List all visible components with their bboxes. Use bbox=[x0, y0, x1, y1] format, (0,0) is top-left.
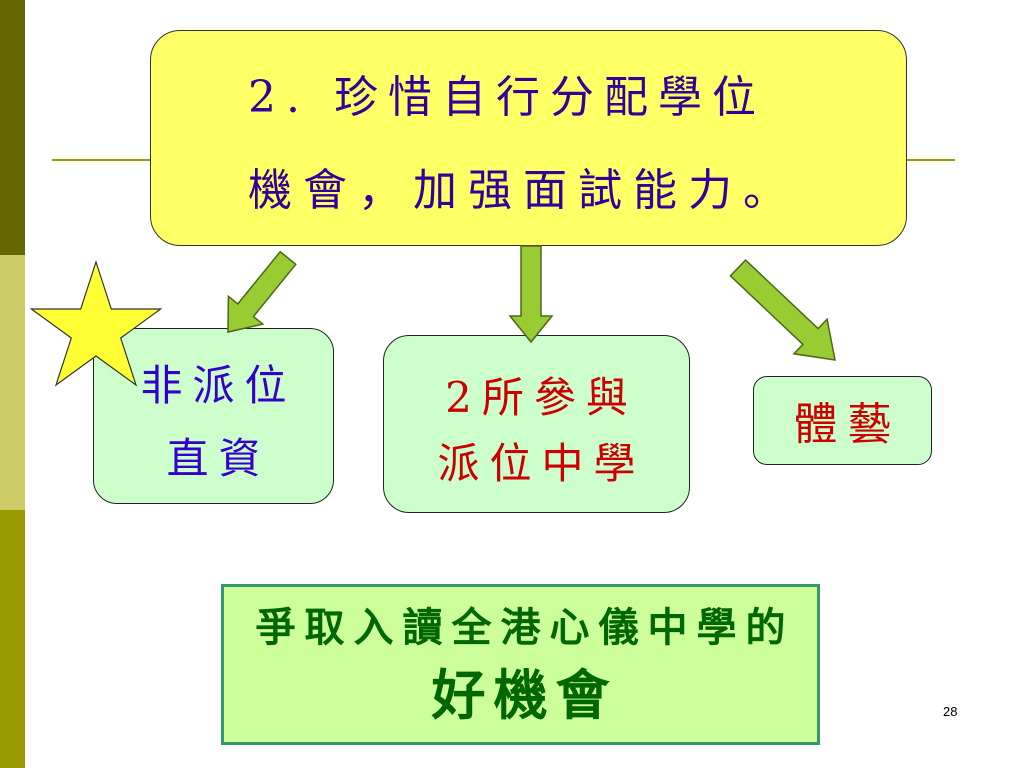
option-2-line-2: 派位中學 bbox=[437, 439, 646, 488]
option-box-allocation-schools: 2所參與 派位中學 bbox=[383, 335, 690, 513]
arrow-down-right-icon bbox=[729, 259, 836, 361]
option-box-sports-arts: 體藝 bbox=[753, 376, 932, 465]
page-number: 28 bbox=[943, 704, 958, 719]
arrow-down-icon bbox=[508, 245, 554, 344]
highlight-box: 爭取入讀全港心儀中學的 好機會 bbox=[221, 584, 820, 745]
title-line-1: 2. 珍惜自行分配學位 bbox=[248, 72, 766, 123]
option-3-line-1: 體藝 bbox=[793, 399, 902, 450]
option-box-non-allocation: 非派位 直資 bbox=[93, 328, 334, 504]
highlight-line-1: 爭取入讀全港心儀中學的 bbox=[255, 604, 795, 651]
option-2-line-1: 2所參與 bbox=[445, 373, 638, 422]
theme-bar-bottom bbox=[0, 510, 25, 768]
option-1-line-2: 直資 bbox=[166, 434, 271, 483]
highlight-line-2: 好機會 bbox=[431, 663, 618, 727]
title-line-2: 機會，加强面試能力。 bbox=[248, 165, 798, 216]
option-1-line-1: 非派位 bbox=[140, 361, 297, 410]
title-box: 2. 珍惜自行分配學位 機會，加强面試能力。 bbox=[150, 30, 907, 246]
arrow-down-left-icon bbox=[227, 250, 297, 333]
theme-bar-top bbox=[0, 0, 25, 255]
theme-bar-middle bbox=[0, 255, 25, 510]
